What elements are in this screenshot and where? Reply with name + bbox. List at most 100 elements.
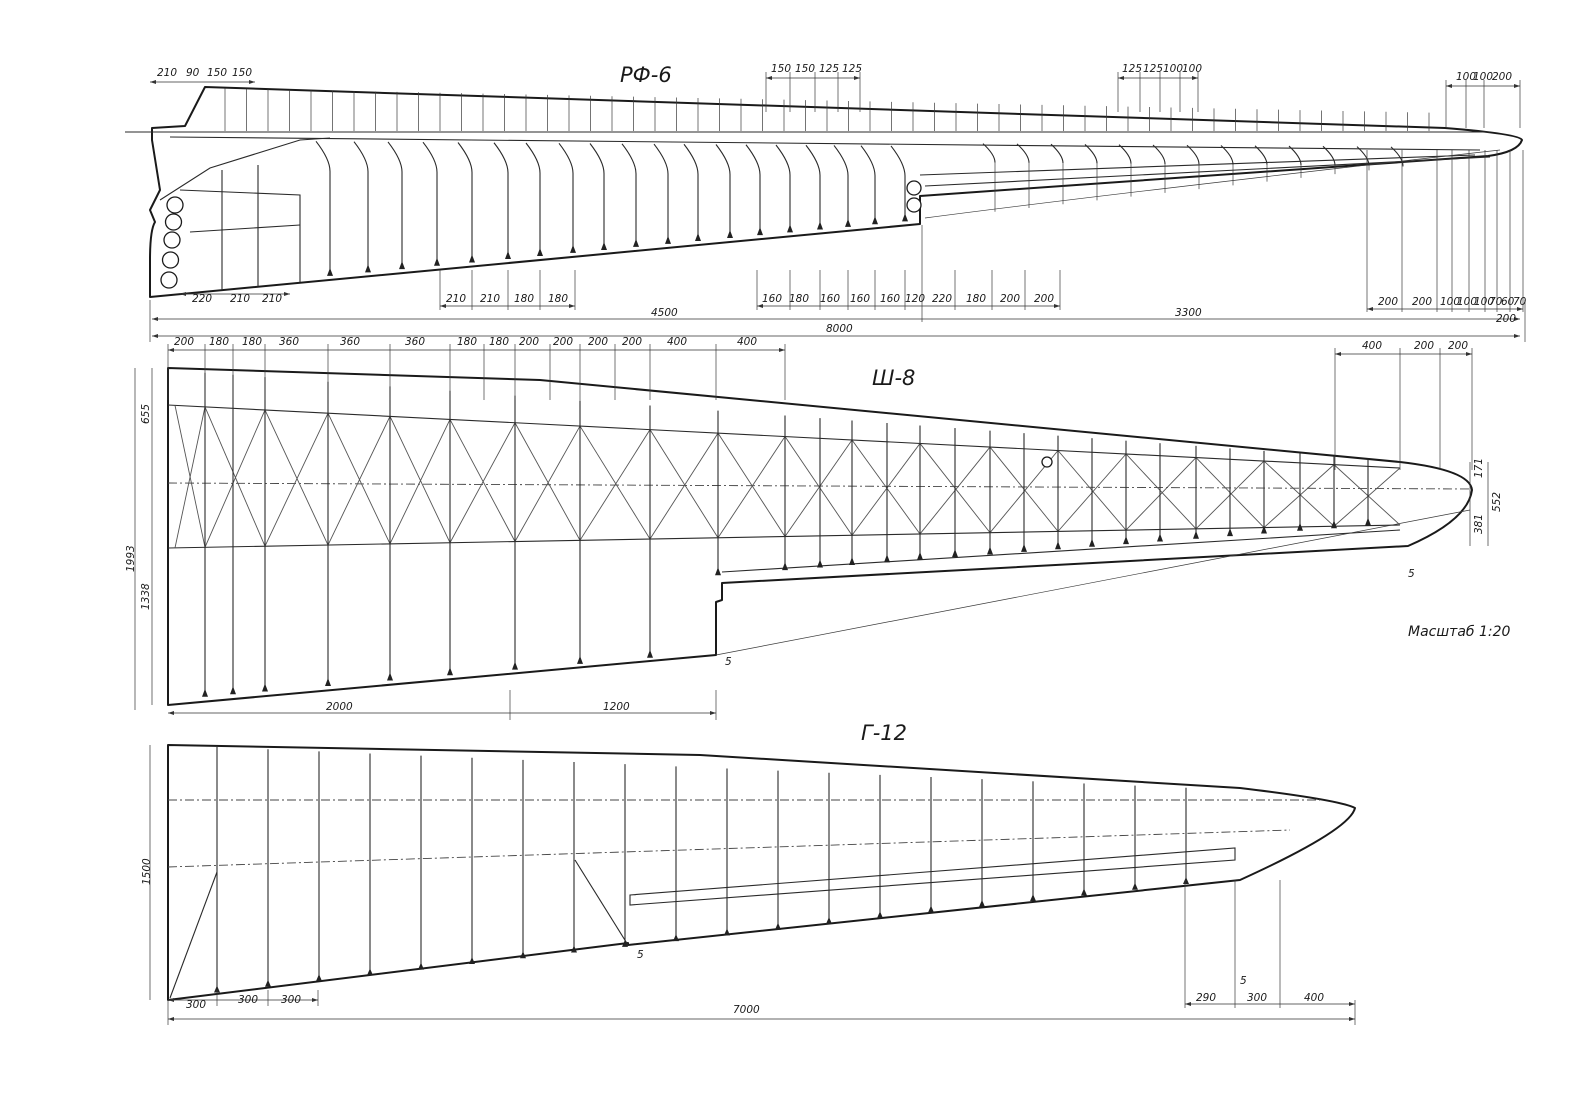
rf6-rib <box>493 142 509 256</box>
rf6-rib <box>353 141 369 269</box>
sh8-rib-foot <box>715 567 721 576</box>
wing-sh8-right-dimensions: 171 552 381 5 <box>1408 458 1503 580</box>
dim-rf6-bot-z: 70 <box>1513 296 1527 308</box>
sh8-rib-foot <box>1123 536 1129 545</box>
sh8-brace <box>389 419 451 545</box>
rf6-aileron-edge <box>919 154 1476 176</box>
sh8-rib-foot <box>512 661 518 670</box>
rf6-rib <box>775 144 791 229</box>
dim-sh8-bot-a: 2000 <box>326 701 353 713</box>
dim-rf6-bot-x: 70 <box>1489 296 1503 308</box>
g12-rear-spar <box>167 829 1291 868</box>
rf6-outer-rib <box>1356 146 1370 166</box>
sh8-brace <box>449 419 516 542</box>
sh8-outline <box>167 367 1473 706</box>
g12-rib-foot <box>367 968 373 976</box>
rf6-rib <box>525 142 541 253</box>
sh8-rib-foot <box>952 549 958 558</box>
rf6-rib <box>558 142 574 249</box>
sh8-brace <box>784 439 853 537</box>
dim-sh8-top-a: 200 <box>174 336 194 348</box>
g12-rib-foot <box>469 956 475 964</box>
sh8-aileron-spar <box>721 529 1401 573</box>
rf6-outer-rib <box>1220 145 1234 165</box>
dim-g12-bot-f: 5 <box>1240 975 1247 987</box>
dim-rf6-top-a: 210 <box>157 67 177 79</box>
dim-g12-left-a: 1500 <box>141 858 153 885</box>
dim-sh8-top-l: 200 <box>622 336 642 348</box>
sh8-front-spar <box>167 404 1401 469</box>
dim-rf6-bot-g: 180 <box>548 293 568 305</box>
rf6-lightening-hole <box>166 196 184 214</box>
dim-rf6-top-l: 100 <box>1182 63 1202 75</box>
dim-sh8-top-c: 180 <box>242 336 262 348</box>
rf6-rib <box>805 144 821 226</box>
sh8-brace <box>204 409 266 548</box>
sh8-rib-foot <box>1227 528 1233 537</box>
sh8-brace <box>174 406 206 548</box>
dim-rf6-bot-u: 100 <box>1457 296 1477 308</box>
rf6-outer-rib <box>1016 143 1030 163</box>
sh8-rib-foot <box>1055 541 1061 550</box>
g12-rib-foot <box>979 899 985 907</box>
wing-g12-bottom-dimensions: 300 300 300 5 290 5 300 400 7000 <box>186 949 1324 1016</box>
sh8-brace <box>389 416 451 543</box>
sh8-rib-foot <box>1365 517 1371 526</box>
rf6-lightening-hole <box>161 251 180 269</box>
sh8-brace <box>579 429 651 541</box>
rf6-rib-foot <box>757 227 763 236</box>
rf6-outer-rib <box>1084 144 1098 164</box>
sh8-brace <box>449 422 516 543</box>
g12-rib-foot <box>316 974 322 982</box>
dim-rf6-bot-w: 100 <box>1474 296 1494 308</box>
dim-sh8-left-c: 1338 <box>140 583 152 610</box>
rf6-rib <box>457 142 473 259</box>
dim-rf6-top-j: 125 <box>1143 63 1163 75</box>
wing-sh8-structure <box>134 344 1489 720</box>
dim-sh8-left-b: 1993 <box>125 545 137 572</box>
dim-g12-bot-e: 290 <box>1196 992 1216 1004</box>
dim-g12-bot-g: 300 <box>1247 992 1267 1004</box>
rf6-rib <box>422 141 438 262</box>
rf6-lightening-hole <box>164 213 183 231</box>
dim-rf6-bot-e: 210 <box>480 293 500 305</box>
wing-rf6: РФ-6 210 90 150 150 150 150 125 125 125 … <box>125 63 1527 342</box>
sh8-rib-foot <box>325 677 331 686</box>
g12-rib-foot <box>622 939 628 947</box>
sh8-rib-foot <box>884 554 890 563</box>
sh8-rib-foot <box>1157 533 1163 542</box>
dim-rf6-bot-k: 160 <box>850 293 870 305</box>
sh8-rib-foot <box>782 562 788 571</box>
dim-rf6-top-b: 90 <box>186 67 200 79</box>
dim-sh8-right-c: 381 <box>1473 514 1485 534</box>
rf6-rib-foot <box>727 230 733 239</box>
rf6-rib <box>621 143 637 243</box>
rf6-rib <box>860 145 876 221</box>
wing-rf6-bottom-dimensions: 220 210 210 210 210 180 180 160 180 160 … <box>192 293 1527 335</box>
sh8-brace <box>1333 467 1401 527</box>
rf6-rib-foot <box>695 233 701 242</box>
dim-rf6-bot-o: 180 <box>966 293 986 305</box>
g12-rib-foot <box>724 928 730 936</box>
dim-rf6-top-c: 150 <box>207 67 227 79</box>
dim-rf6-bot-f: 180 <box>514 293 534 305</box>
wing-sh8-top-dimensions: 200 180 180 360 360 360 180 180 200 200 … <box>174 336 1468 352</box>
dim-rf6-bot-a: 220 <box>192 293 212 305</box>
rf6-outer-rib <box>1322 145 1336 166</box>
dim-g12-bot-h: 400 <box>1304 992 1324 1004</box>
rf6-rib-foot <box>469 254 475 263</box>
rf6-rib <box>653 143 669 240</box>
rf6-rib-foot <box>537 248 543 257</box>
rf6-rib <box>683 143 699 238</box>
rf6-root-box <box>179 189 301 282</box>
rf6-outer-rib <box>1186 144 1200 165</box>
rf6-outer-rib <box>1390 146 1404 166</box>
sh8-rib-foot <box>1297 522 1303 531</box>
rf6-rib-foot <box>872 216 878 225</box>
rf6-lightening-hole <box>163 231 181 249</box>
scale-label: Масштаб 1:20 <box>1408 624 1511 640</box>
dim-rf6-bot-t: 100 <box>1440 296 1460 308</box>
g12-rib-foot <box>1030 894 1036 902</box>
rf6-rib-foot <box>365 264 371 273</box>
